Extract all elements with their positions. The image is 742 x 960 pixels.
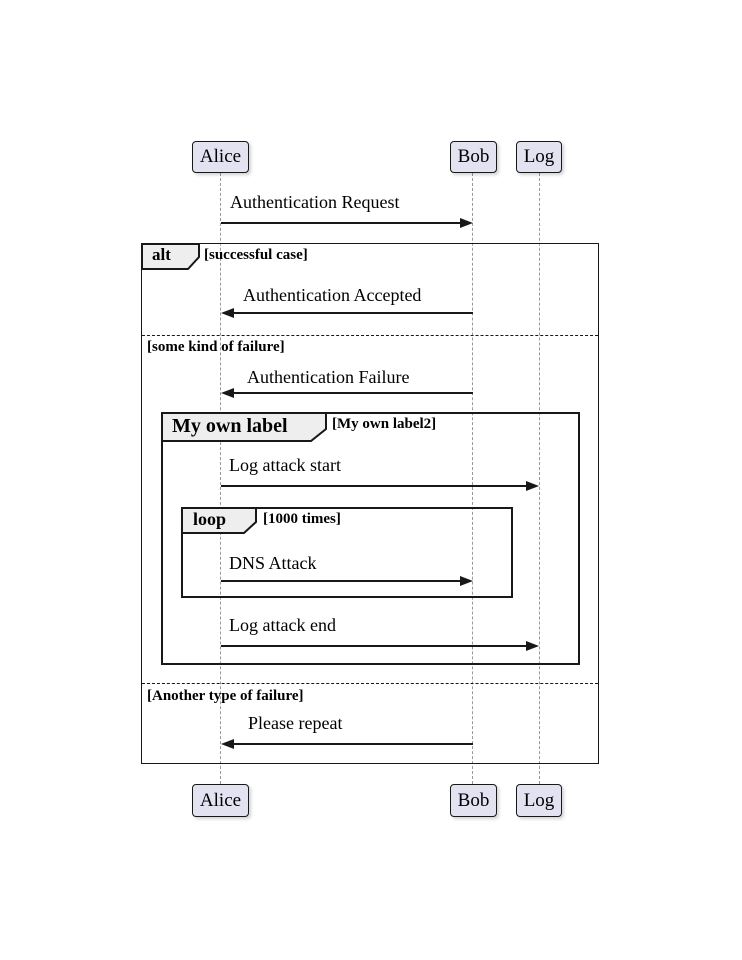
loop-condition: [1000 times] [263, 511, 341, 527]
alt-else-divider-2 [142, 683, 598, 684]
group-keyword: My own label [172, 415, 288, 437]
participant-label: Bob [457, 789, 490, 811]
group-condition: [My own label2] [332, 416, 437, 432]
participant-label: Log [523, 146, 555, 167]
pentagon-shape [181, 507, 257, 534]
participant-box-log-top: Log [516, 141, 562, 173]
message-arrow-line [221, 645, 527, 647]
pentagon-shape [141, 243, 200, 270]
arrowhead-left-icon [221, 388, 234, 398]
alt-else-divider-1 [142, 335, 598, 336]
participant-box-alice-top: Alice [192, 141, 249, 173]
loop-frame [181, 507, 513, 598]
loop-keyword: loop [193, 509, 227, 529]
group-frame-header-pentagon [161, 412, 327, 442]
alt-frame [141, 243, 599, 764]
lifeline-bob [472, 173, 473, 784]
message-arrow-line [233, 743, 473, 745]
message-label-log-attack-end: Log attack end [229, 615, 336, 635]
message-label-log-attack-start: Log attack start [229, 455, 341, 475]
alt-frame-header-pentagon [141, 243, 200, 270]
lifeline-alice [220, 173, 221, 784]
pentagon-shape [161, 412, 327, 442]
participant-box-bob-bottom: Bob [450, 784, 497, 817]
message-arrow-line [233, 392, 473, 394]
loop-frame-header-pentagon [181, 507, 257, 534]
arrowhead-left-icon [221, 739, 234, 749]
message-arrow-line [221, 222, 461, 224]
message-label-authentication-request: Authentication Request [230, 192, 400, 212]
alt-condition-2: [some kind of failure] [147, 339, 285, 355]
arrowhead-left-icon [221, 308, 234, 318]
participant-label: Alice [199, 789, 242, 811]
message-arrow-line [221, 485, 527, 487]
participant-label: Alice [199, 146, 242, 167]
message-arrow-line [221, 580, 461, 582]
participant-box-log-bottom: Log [516, 784, 562, 817]
message-label-dns-attack: DNS Attack [229, 553, 317, 573]
participant-label: Bob [457, 146, 490, 167]
alt-condition-3: [Another type of failure] [147, 688, 304, 704]
arrowhead-right-icon [526, 641, 539, 651]
participant-box-alice-bottom: Alice [192, 784, 249, 817]
lifeline-log [539, 173, 540, 784]
message-label-please-repeat: Please repeat [248, 713, 343, 733]
participant-label: Log [523, 789, 555, 811]
message-label-authentication-accepted: Authentication Accepted [243, 285, 422, 305]
message-label-authentication-failure: Authentication Failure [247, 367, 410, 387]
group-frame [161, 412, 580, 665]
alt-keyword: alt [152, 245, 171, 264]
arrowhead-right-icon [460, 576, 473, 586]
participant-box-bob-top: Bob [450, 141, 497, 173]
message-arrow-line [233, 312, 473, 314]
arrowhead-right-icon [460, 218, 473, 228]
alt-condition-1: [successful case] [204, 247, 308, 263]
arrowhead-right-icon [526, 481, 539, 491]
